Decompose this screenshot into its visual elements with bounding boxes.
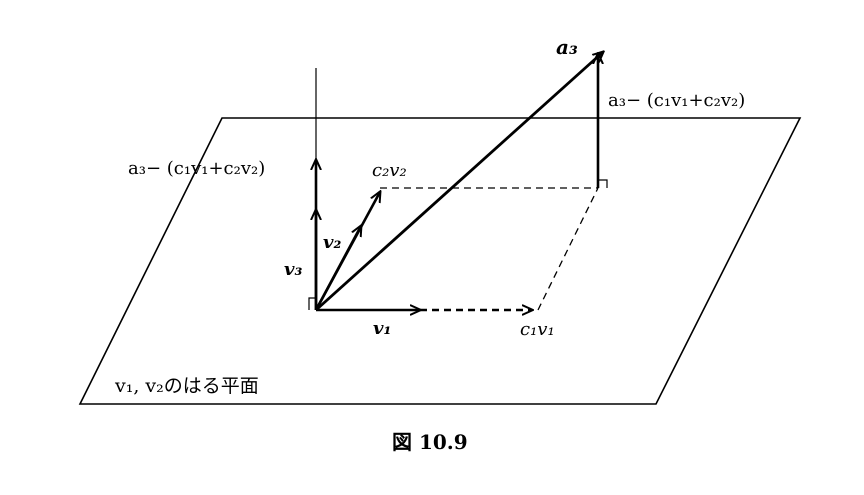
- label-a3-perp-left: a₃− (c₁v₁+c₂v₂): [128, 158, 265, 179]
- plane-parallelogram: [78, 117, 802, 405]
- label-c1v1: c₁v₁: [520, 319, 555, 340]
- dashed-right-edge: [537, 187, 599, 311]
- label-a3: a₃: [556, 35, 578, 59]
- label-a3-perp-right: a₃− (c₁v₁+c₂v₂): [608, 90, 745, 111]
- figure-caption: 図 10.9: [392, 430, 468, 454]
- right-angle-mark-projection: [598, 179, 608, 188]
- a3-vector: [315, 52, 603, 312]
- label-v3: v₃: [284, 259, 302, 280]
- v2-vector: [314, 226, 361, 311]
- label-c2v2: c₂v₂: [372, 160, 407, 181]
- label-v1: v₁: [373, 318, 391, 339]
- plane-label: v₁, v₂のはる平面: [114, 375, 259, 397]
- right-angle-mark-origin: [308, 297, 316, 310]
- label-v2: v₂: [323, 232, 341, 253]
